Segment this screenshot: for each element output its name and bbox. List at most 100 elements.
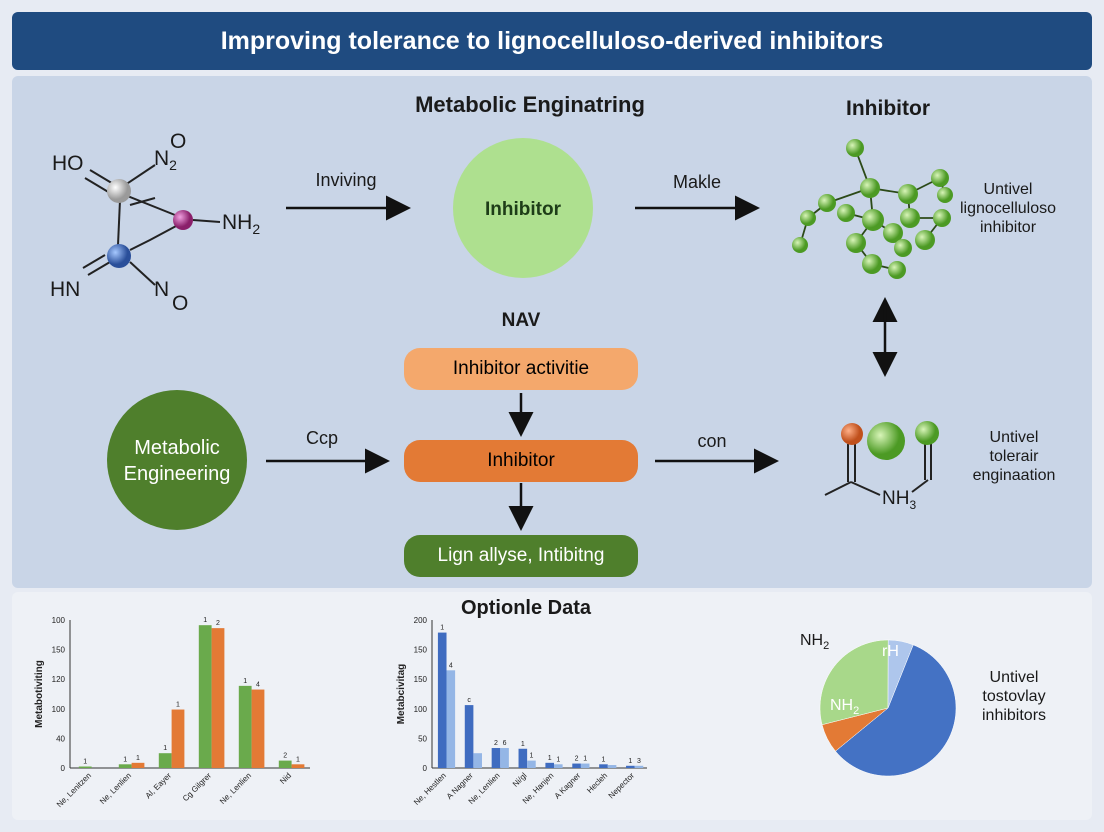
- bar-value-label: 1: [602, 756, 606, 763]
- bar-value-label: 1: [440, 625, 444, 632]
- arrow-label-con: con: [697, 431, 727, 451]
- label-n-bottom: N: [154, 278, 170, 301]
- y-axis-label: Metabotiviting: [34, 660, 45, 728]
- bar-value-label: 6: [503, 740, 507, 747]
- y-tick-label: 150: [414, 675, 428, 684]
- y-tick-label: 0: [423, 764, 428, 773]
- inhibitor-beads: [792, 139, 953, 279]
- label-hn: HN: [50, 278, 81, 301]
- bar: [78, 766, 92, 768]
- y-tick-label: 50: [418, 734, 427, 743]
- bar: [626, 765, 635, 768]
- inhibitor-box: Inhibitor: [404, 440, 638, 482]
- atom-green-large: [867, 422, 905, 460]
- bar: [238, 685, 252, 768]
- bar-value-label: 1: [583, 756, 587, 763]
- bar: [473, 753, 482, 768]
- bar-value-label: c: [467, 697, 471, 704]
- inhibitor-circle: [453, 138, 593, 278]
- y-tick-label: 120: [52, 675, 66, 684]
- bar-value-label: 4: [256, 682, 260, 689]
- bar-value-label: 1: [163, 745, 167, 752]
- label-o-bottom: O: [172, 292, 189, 315]
- bar: [491, 748, 501, 768]
- bar-value-label: 4: [449, 662, 453, 669]
- atom-orange: [841, 423, 863, 445]
- label-ho: HO: [52, 152, 84, 175]
- y-tick-label: 40: [56, 734, 65, 743]
- data-heading: Optionle Data: [460, 597, 592, 619]
- label-o-top: O: [170, 130, 187, 153]
- pie-label-rh: rH: [882, 643, 899, 660]
- arrow-label-makle: Makle: [672, 172, 722, 192]
- bar: [158, 753, 172, 768]
- atom-magenta: [173, 210, 193, 230]
- bar: [446, 670, 456, 768]
- label-nh2: NH2: [222, 211, 261, 238]
- bar-value-label: 1: [136, 755, 140, 762]
- label-n2: N2: [154, 147, 177, 174]
- lign-box: Lign allyse, Intibitng: [404, 535, 638, 577]
- bar: [171, 709, 185, 768]
- bar-value-label: 1: [83, 759, 87, 766]
- y-tick-label: 100: [414, 705, 428, 714]
- bar-value-label: 1: [123, 756, 127, 763]
- bar: [599, 764, 608, 768]
- y-axis-label: Metabcivitag: [396, 664, 407, 725]
- y-tick-label: 150: [414, 646, 428, 655]
- bar-value-label: 2: [216, 620, 220, 627]
- y-tick-label: 100: [52, 616, 66, 625]
- bar-value-label: 2: [283, 753, 287, 760]
- bar-value-label: 1: [628, 758, 632, 765]
- pie-label-nh2-inner: NH2: [830, 697, 860, 718]
- atom-green-small: [915, 421, 939, 445]
- bar: [131, 762, 145, 768]
- bar: [251, 689, 265, 768]
- right-heading: Inhibitor: [846, 97, 930, 120]
- bar-value-label: 1: [548, 755, 552, 762]
- atom-white: [107, 179, 131, 203]
- bar-value-label: 1: [243, 678, 247, 685]
- bar: [554, 764, 563, 768]
- bar: [580, 763, 590, 768]
- arrow-label-inviving: Inviving: [315, 170, 377, 190]
- bar: [464, 705, 474, 768]
- pie-slice: [835, 644, 957, 777]
- pie-slice: [887, 639, 914, 709]
- bar-value-label: 1: [176, 702, 180, 709]
- bar: [211, 628, 225, 768]
- y-tick-label: 0: [61, 764, 66, 773]
- bar-value-label: 2: [575, 756, 579, 763]
- pie-slice: [819, 639, 889, 726]
- label-nh3: NH3: [882, 488, 917, 512]
- bar: [198, 625, 212, 768]
- metabolic-circle: [107, 390, 247, 530]
- atom-blue: [107, 244, 131, 268]
- bar-value-label: 3: [637, 758, 641, 765]
- inhibitor-activity-box: Inhibitor activitie: [404, 348, 638, 390]
- bar: [518, 748, 528, 768]
- bar-value-label: 1: [529, 753, 533, 760]
- bar-value-label: 1: [203, 617, 207, 624]
- bar: [291, 764, 305, 768]
- diagram-heading: Metabolic Enginatring: [415, 92, 645, 117]
- bar-value-label: 1: [556, 756, 560, 763]
- bar: [634, 765, 644, 768]
- bar: [545, 762, 555, 768]
- nh3-molecule: [824, 444, 932, 496]
- page-title: Improving tolerance to lignocelluloso-de…: [12, 12, 1092, 70]
- bar-value-label: 1: [296, 756, 300, 763]
- y-tick-label: 150: [52, 646, 66, 655]
- bar: [500, 748, 509, 768]
- bar-value-label: 2: [494, 740, 498, 747]
- bar: [437, 632, 447, 768]
- bar: [278, 760, 292, 768]
